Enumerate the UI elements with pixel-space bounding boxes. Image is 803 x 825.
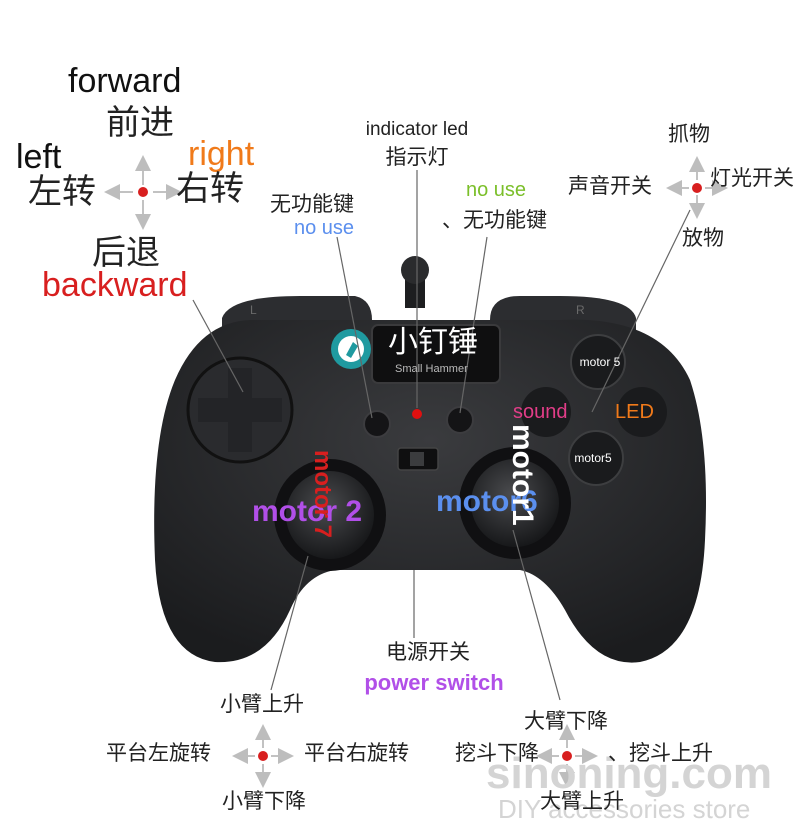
label-left-button-en: no use <box>294 217 355 239</box>
label-release: 放物 <box>682 226 724 250</box>
label-power-en: power switch <box>364 670 504 695</box>
right-stick-horizontal-label: motor6 <box>436 485 538 518</box>
indicator-led <box>412 409 422 419</box>
right-stick-vertical-label: motor1 <box>506 424 539 526</box>
brand-name-cn: 小钉锤 <box>388 325 478 360</box>
label-bucket-down: 挖斗下降 <box>455 741 539 765</box>
label-left-button-cn: 无功能键 <box>270 192 354 216</box>
label-forearm-down: 小臂下降 <box>222 789 306 813</box>
leader-lines <box>192 170 691 701</box>
button-sound-label: sound <box>513 401 568 423</box>
face-button-left[interactable] <box>521 387 571 437</box>
shoulder-left-label: L <box>250 303 257 317</box>
right-buttons-direction-legend <box>666 156 728 219</box>
left-no-use-button[interactable] <box>363 410 391 438</box>
dpad-direction-legend <box>104 155 182 230</box>
antenna <box>401 256 429 308</box>
brand-name-en: Small Hammer <box>395 363 468 375</box>
left-stick-horizontal-label: motor 2 <box>252 495 363 528</box>
label-forward-cn: 前进 <box>106 103 174 143</box>
button-motor5-bottom-label: motor5 <box>574 451 612 465</box>
label-right-button-cn: 、无功能键 <box>442 208 547 232</box>
label-power-cn: 电源开关 <box>386 640 470 664</box>
right-stick-direction-legend <box>536 724 598 788</box>
label-bucket-up: 、挖斗上升 <box>608 741 713 765</box>
label-right-cn: 右转 <box>176 169 244 209</box>
right-joystick[interactable] <box>459 447 571 559</box>
label-grab: 抓物 <box>668 122 710 146</box>
left-joystick[interactable] <box>274 459 386 571</box>
shoulder-right-label: R <box>576 303 585 317</box>
button-motor5-top-label: motor 5 <box>579 355 621 369</box>
dpad[interactable] <box>186 356 294 464</box>
power-switch[interactable] <box>397 447 439 471</box>
label-sound-switch: 声音开关 <box>568 174 652 198</box>
label-left-en: left <box>16 138 62 176</box>
watermark-store: DIY accessories store <box>498 794 751 824</box>
face-button-right[interactable] <box>617 387 667 437</box>
brand-logo <box>331 329 371 369</box>
right-no-use-button[interactable] <box>446 406 474 434</box>
label-right-en: right <box>188 135 255 173</box>
left-stick-vertical-label: motor 7 <box>309 450 336 539</box>
label-left-cn: 左转 <box>28 172 96 212</box>
face-button-bottom[interactable] <box>568 430 624 486</box>
label-boom-up: 大臂上升 <box>540 789 624 813</box>
lcd-screen <box>371 324 501 384</box>
button-led-label: LED <box>615 401 654 423</box>
label-forward-en: forward <box>68 62 182 100</box>
label-platform-rotate-right: 平台右旋转 <box>304 741 409 765</box>
face-button-top[interactable] <box>570 334 626 390</box>
label-right-button-en: no use <box>466 179 527 201</box>
label-boom-down: 大臂下降 <box>524 709 608 733</box>
left-stick-direction-legend <box>232 724 294 788</box>
label-light-switch: 灯光开关 <box>710 166 794 190</box>
label-forearm-up: 小臂上升 <box>220 692 304 716</box>
label-indicator-cn: 指示灯 <box>385 145 449 169</box>
label-platform-rotate-left: 平台左旋转 <box>106 741 211 765</box>
watermark-site: sinoning.com <box>486 749 772 798</box>
label-backward-cn: 后退 <box>92 233 160 273</box>
label-backward-en: backward <box>42 266 188 304</box>
label-indicator-en: indicator led <box>365 119 469 140</box>
